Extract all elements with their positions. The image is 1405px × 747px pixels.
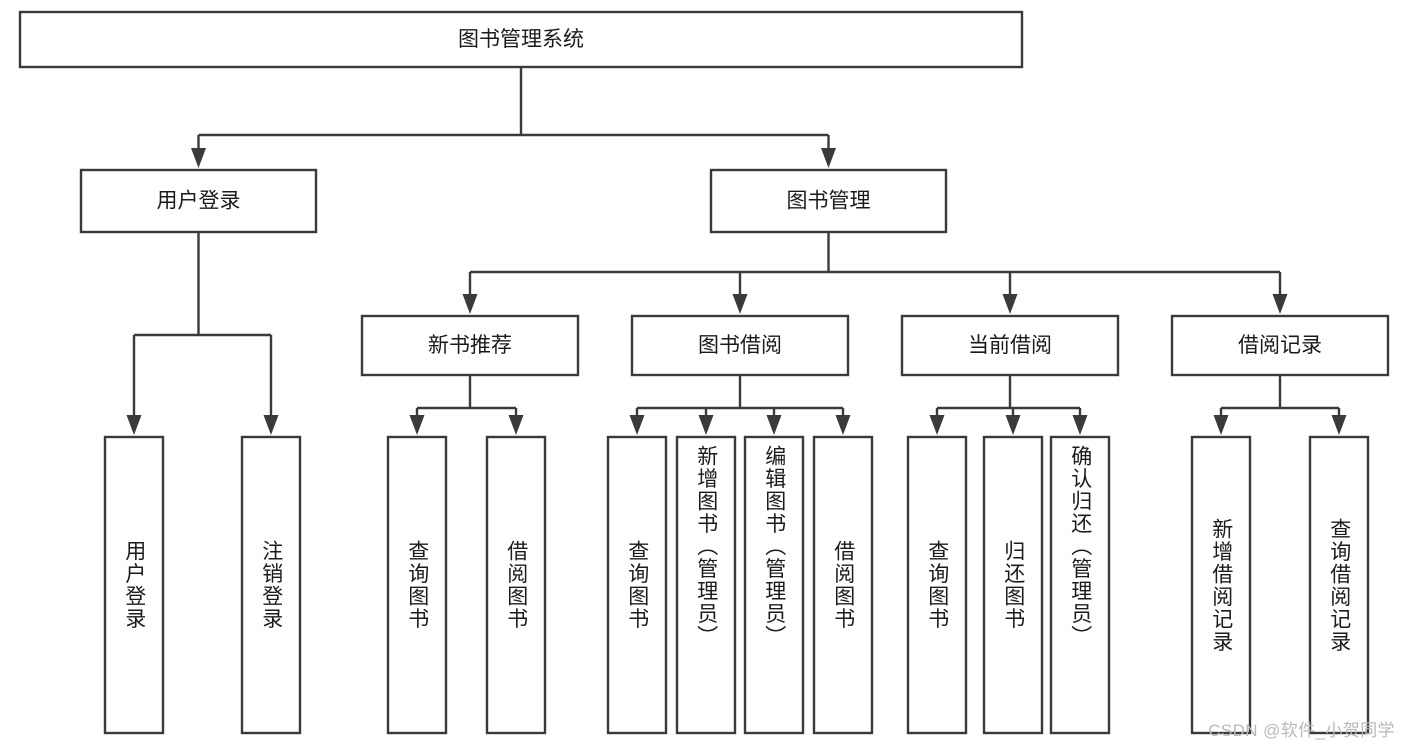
node-root-rect[interactable]: [18, 10, 1024, 69]
node-user-login-rect[interactable]: [79, 168, 318, 234]
node-borrow-record-rect[interactable]: [1170, 314, 1390, 377]
node-book-management[interactable]: [709, 168, 948, 234]
edge-user-login-to-user-login-do-arrowhead: [126, 415, 142, 435]
edge-root-to-book-management-arrowhead: [821, 148, 836, 168]
node-bb-query-book-rect[interactable]: [606, 435, 668, 735]
node-br-add-record[interactable]: [1190, 435, 1252, 735]
node-bb-add-book[interactable]: [675, 435, 737, 735]
node-bb-add-book-rect[interactable]: [675, 435, 737, 735]
node-nbr-query-book[interactable]: [386, 435, 448, 735]
node-bb-edit-book[interactable]: [743, 435, 805, 735]
node-book-management-rect[interactable]: [709, 168, 948, 234]
node-root-label: 图书管理系统: [458, 28, 584, 51]
node-nbr-query-book-rect[interactable]: [386, 435, 448, 735]
node-cb-confirm-return[interactable]: [1049, 435, 1111, 735]
edge-user-login-to-user-logout-arrowhead: [263, 415, 279, 435]
node-nbr-borrow-book[interactable]: [485, 435, 547, 735]
edge-book-management-to-new-book-recommend-arrowhead: [462, 294, 478, 314]
edge-book-management-to-borrow-record-arrowhead: [1272, 294, 1288, 314]
node-cb-query-book[interactable]: [906, 435, 968, 735]
node-new-book-recommend-label: 新书推荐: [428, 334, 512, 357]
node-current-borrow-label: 当前借阅: [968, 334, 1052, 357]
node-new-book-recommend-rect[interactable]: [360, 314, 580, 377]
node-current-borrow[interactable]: [900, 314, 1120, 377]
edge-book-borrow-to-bb-query-book-arrowhead: [629, 415, 645, 435]
edge-book-management-to-current-borrow-arrowhead: [1002, 294, 1018, 314]
node-cb-confirm-return-rect[interactable]: [1049, 435, 1111, 735]
node-nbr-borrow-book-rect[interactable]: [485, 435, 547, 735]
node-bb-borrow-book[interactable]: [812, 435, 874, 735]
node-bb-edit-book-rect[interactable]: [743, 435, 805, 735]
edge-borrow-record-to-br-add-record-arrowhead: [1213, 415, 1229, 435]
node-book-management-label: 图书管理: [787, 190, 871, 213]
node-user-login-do-rect[interactable]: [103, 435, 165, 735]
node-root[interactable]: [18, 10, 1024, 69]
edge-book-borrow-to-bb-borrow-book-arrowhead: [835, 415, 851, 435]
node-user-login[interactable]: [79, 168, 318, 234]
edge-current-borrow-to-cb-confirm-return-arrowhead: [1072, 415, 1088, 435]
node-br-add-record-rect[interactable]: [1190, 435, 1252, 735]
node-br-query-record[interactable]: [1308, 435, 1370, 735]
node-cb-query-book-rect[interactable]: [906, 435, 968, 735]
node-book-borrow-label: 图书借阅: [698, 334, 782, 357]
edge-current-borrow-to-cb-return-book-arrowhead: [1005, 415, 1021, 435]
node-user-logout-rect[interactable]: [240, 435, 302, 735]
node-current-borrow-rect[interactable]: [900, 314, 1120, 377]
edge-new-book-recommend-to-nbr-borrow-book-arrowhead: [508, 415, 524, 435]
edge-book-borrow-to-bb-add-book-arrowhead: [698, 415, 714, 435]
edge-new-book-recommend-to-nbr-query-book-arrowhead: [409, 415, 425, 435]
node-new-book-recommend[interactable]: [360, 314, 580, 377]
node-book-borrow[interactable]: [630, 314, 850, 377]
node-cb-return-book-rect[interactable]: [982, 435, 1044, 735]
edge-book-management-to-book-borrow-arrowhead: [732, 294, 748, 314]
watermark-text: CSDN @软件_小贺同学: [1208, 721, 1395, 740]
edge-book-borrow-to-bb-edit-book-arrowhead: [766, 415, 782, 435]
edge-root-to-user-login-arrowhead: [191, 148, 206, 168]
node-bb-borrow-book-rect[interactable]: [812, 435, 874, 735]
node-borrow-record[interactable]: [1170, 314, 1390, 377]
node-bb-query-book[interactable]: [606, 435, 668, 735]
node-book-borrow-rect[interactable]: [630, 314, 850, 377]
node-user-login-label: 用户登录: [157, 190, 241, 213]
edge-borrow-record-to-br-query-record-arrowhead: [1331, 415, 1347, 435]
node-borrow-record-label: 借阅记录: [1238, 334, 1322, 357]
node-cb-return-book[interactable]: [982, 435, 1044, 735]
node-user-logout[interactable]: [240, 435, 302, 735]
edge-current-borrow-to-cb-query-book-arrowhead: [929, 415, 945, 435]
node-br-query-record-rect[interactable]: [1308, 435, 1370, 735]
node-user-login-do[interactable]: [103, 435, 165, 735]
